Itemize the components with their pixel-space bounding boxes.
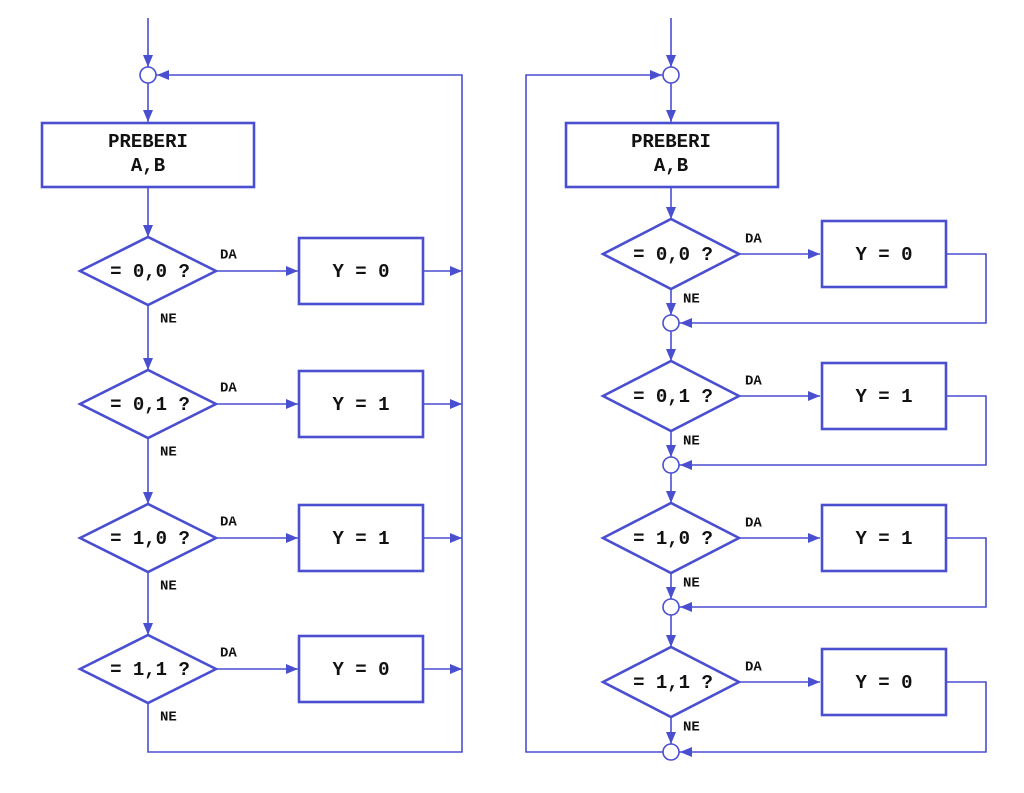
decision-label: = 0,1 ? bbox=[110, 394, 190, 416]
return-loop-arrowhead bbox=[650, 70, 662, 80]
return-loop-arrowhead bbox=[157, 70, 169, 80]
merge-return-line bbox=[679, 253, 987, 324]
process-label-line2: A,B bbox=[654, 155, 688, 177]
result-label: Y = 0 bbox=[855, 672, 912, 694]
merge-junction-node bbox=[662, 456, 680, 474]
decision-label: = 0,1 ? bbox=[633, 386, 713, 408]
arrowhead bbox=[680, 747, 692, 757]
arrowhead bbox=[808, 249, 820, 259]
process-label-line2: A,B bbox=[131, 155, 165, 177]
arrowhead bbox=[286, 533, 298, 543]
decision-label: = 1,1 ? bbox=[633, 672, 713, 694]
return-loop-line bbox=[147, 74, 463, 753]
no-label: NE bbox=[160, 312, 177, 328]
arrowhead bbox=[666, 635, 676, 647]
result-box bbox=[820, 361, 948, 431]
process-box bbox=[40, 121, 256, 189]
no-label: NE bbox=[683, 434, 700, 450]
result-label: Y = 1 bbox=[855, 386, 912, 408]
arrowhead bbox=[666, 587, 676, 599]
result-label: Y = 0 bbox=[855, 244, 912, 266]
arrowhead bbox=[450, 533, 462, 543]
arrowhead bbox=[286, 266, 298, 276]
result-box bbox=[297, 236, 425, 306]
no-label: NE bbox=[683, 576, 700, 592]
result-label: Y = 0 bbox=[332, 261, 389, 283]
arrowhead bbox=[286, 399, 298, 409]
decision-label: = 0,0 ? bbox=[633, 244, 713, 266]
arrowhead bbox=[143, 623, 153, 635]
arrowhead bbox=[808, 677, 820, 687]
no-label: NE bbox=[683, 720, 700, 736]
arrowhead bbox=[666, 303, 676, 315]
merge-return-line bbox=[679, 395, 987, 466]
merge-junction-node bbox=[662, 314, 680, 332]
no-label: NE bbox=[160, 710, 177, 726]
no-label: NE bbox=[160, 445, 177, 461]
arrowhead bbox=[143, 225, 153, 237]
arrowhead bbox=[286, 664, 298, 674]
junction-node bbox=[662, 66, 680, 84]
arrowhead bbox=[680, 460, 692, 470]
arrowhead bbox=[450, 266, 462, 276]
merge-return-line bbox=[679, 537, 987, 608]
result-label: Y = 0 bbox=[332, 659, 389, 681]
decision-label: = 1,0 ? bbox=[633, 528, 713, 550]
yes-label: DA bbox=[220, 381, 237, 397]
process-label-line1: PREBERI bbox=[108, 131, 188, 153]
arrowhead bbox=[666, 732, 676, 744]
decision-label: = 0,0 ? bbox=[110, 261, 190, 283]
arrowhead bbox=[680, 602, 692, 612]
no-label: NE bbox=[160, 579, 177, 595]
result-label: Y = 1 bbox=[332, 528, 389, 550]
yes-label: DA bbox=[745, 374, 762, 390]
return-loop-line bbox=[525, 74, 663, 753]
arrowhead bbox=[680, 318, 692, 328]
arrowhead bbox=[808, 533, 820, 543]
decision-label: = 1,0 ? bbox=[110, 528, 190, 550]
yes-label: DA bbox=[745, 232, 762, 248]
no-label: NE bbox=[683, 292, 700, 308]
entry-arrowhead bbox=[143, 55, 153, 67]
entry-arrowhead bbox=[666, 55, 676, 67]
process-box bbox=[564, 121, 780, 189]
junction-node bbox=[139, 66, 157, 84]
result-label: Y = 1 bbox=[855, 528, 912, 550]
yes-label: DA bbox=[220, 515, 237, 531]
result-box bbox=[820, 503, 948, 573]
arrowhead bbox=[450, 399, 462, 409]
merge-junction-node bbox=[662, 743, 680, 761]
yes-label: DA bbox=[745, 516, 762, 532]
arrowhead bbox=[666, 110, 676, 122]
arrowhead bbox=[666, 445, 676, 457]
merge-junction-node bbox=[662, 598, 680, 616]
arrowhead bbox=[143, 358, 153, 370]
yes-label: DA bbox=[220, 248, 237, 264]
decision-label: = 1,1 ? bbox=[110, 659, 190, 681]
result-box bbox=[297, 503, 425, 573]
result-box bbox=[820, 219, 948, 289]
yes-label: DA bbox=[220, 646, 237, 662]
arrowhead bbox=[143, 110, 153, 122]
arrowhead bbox=[666, 491, 676, 503]
process-label-line1: PREBERI bbox=[631, 131, 711, 153]
arrowhead bbox=[143, 492, 153, 504]
merge-return-line bbox=[679, 681, 987, 753]
result-label: Y = 1 bbox=[332, 394, 389, 416]
arrowhead bbox=[666, 207, 676, 219]
arrowhead bbox=[808, 391, 820, 401]
yes-label: DA bbox=[745, 660, 762, 676]
arrowhead bbox=[666, 349, 676, 361]
result-box bbox=[297, 634, 425, 704]
arrowhead bbox=[450, 664, 462, 674]
